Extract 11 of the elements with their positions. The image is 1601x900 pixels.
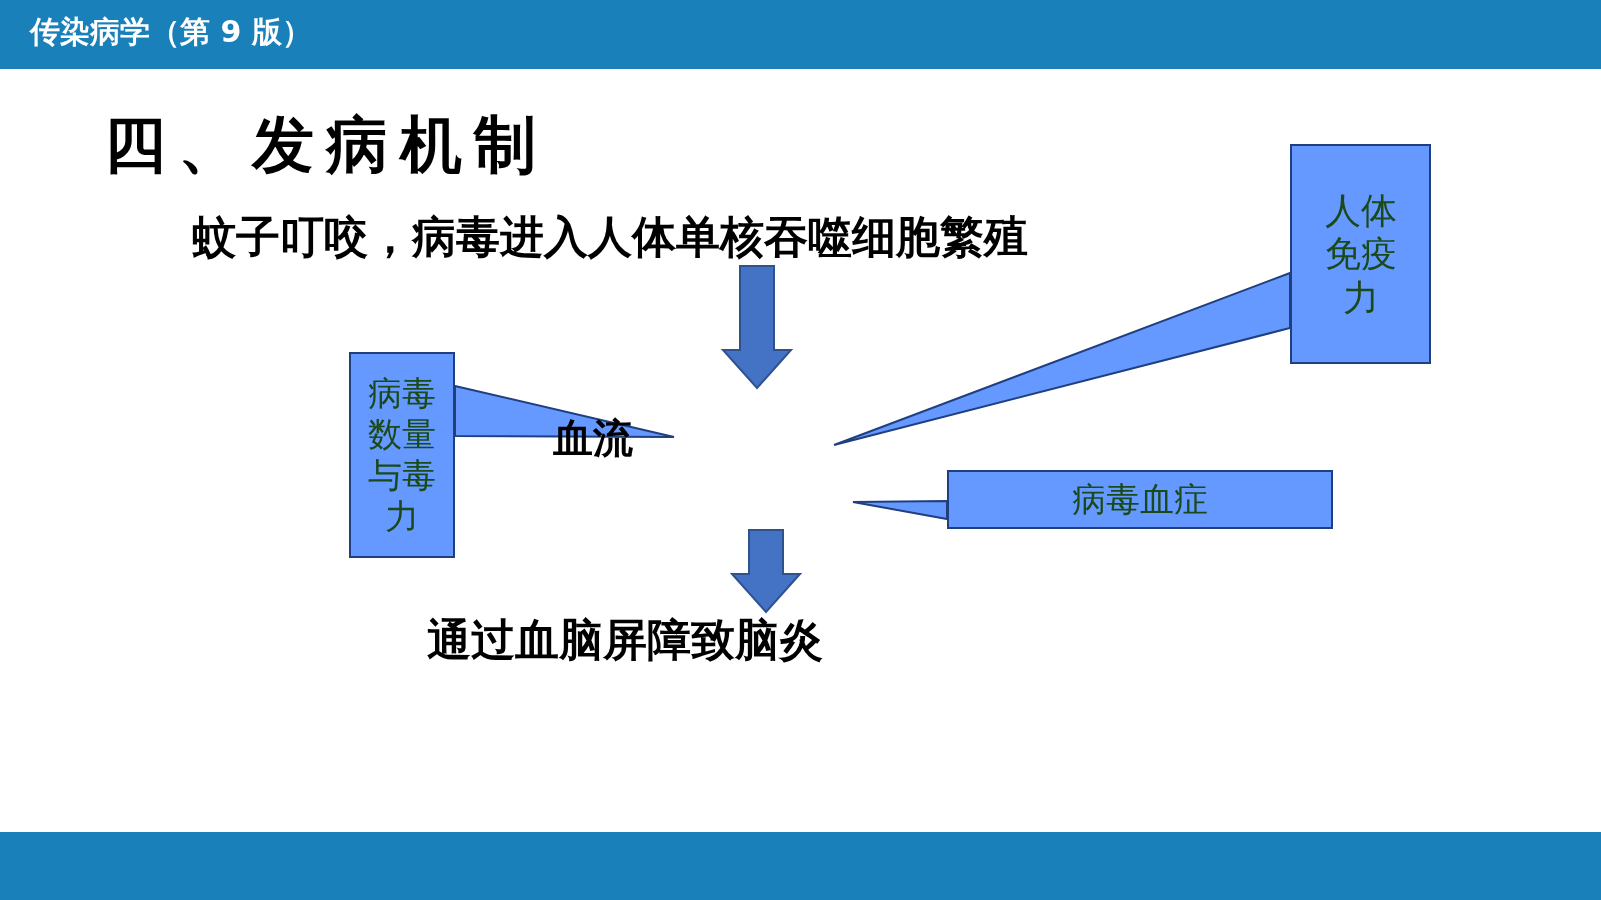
header-title: 传染病学（第 9 版） [30,13,312,51]
block-arrow [729,529,803,614]
text-line: 蚊子叮咬，病毒进入人体单核吞噬细胞繁殖 [192,208,1082,266]
text-line: 通过血脑屏障致脑炎 [427,612,852,668]
block-arrow [720,265,794,390]
callout-pointer [852,500,948,521]
callout-box: 人体免疫力 [1290,144,1431,364]
callout-box: 病毒数量与毒力 [349,352,455,558]
callout-box: 病毒血症 [947,470,1333,529]
callout-pointer [833,271,1291,446]
slide-title: 四、发病机制 [104,107,548,183]
